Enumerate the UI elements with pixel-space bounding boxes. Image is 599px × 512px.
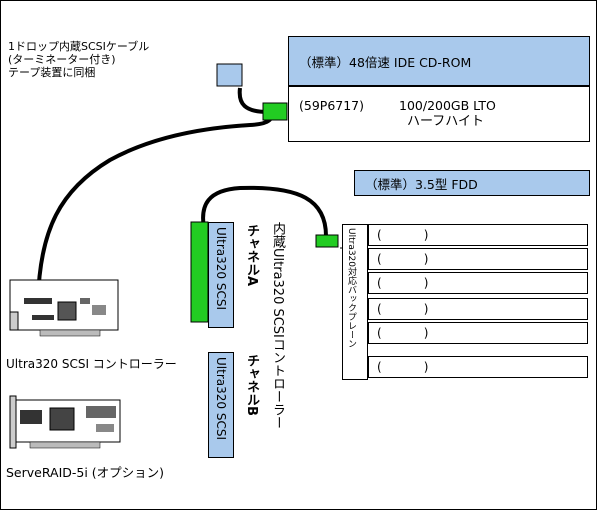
tape-drive-bay: (59P6717) 100/200GB LTO ハーフハイト [288, 86, 590, 142]
slot-close: ) [423, 360, 429, 374]
slot-open: ( [377, 276, 382, 290]
channel-a-connector: Ultra320 SCSI [208, 222, 234, 328]
raid-card-label: ServeRAID-5i (オプション) [6, 465, 165, 480]
backplane-slot-4: ( ) [368, 298, 588, 320]
channel-a-cable [201, 185, 328, 237]
slot-close: ) [423, 302, 429, 316]
tape-connector [262, 102, 288, 121]
cable-label-line1: 1ドロップ内蔵SCSIケーブル [8, 40, 150, 53]
slot-close: ) [423, 326, 429, 340]
backplane-slot-1: ( ) [368, 224, 588, 246]
backplane-label: Ultra320対応バックプレーン [346, 228, 356, 349]
channel-b-connector: Ultra320 SCSI [208, 352, 234, 458]
backplane-label-box [342, 224, 368, 380]
slot-open: ( [377, 302, 382, 316]
raid-card-graphic [9, 395, 121, 449]
channel-a-green-connector [190, 221, 209, 323]
slot-open: ( [377, 360, 382, 374]
controller-card-graphic [9, 279, 119, 337]
cable-label-line2: (ターミネーター付き) [8, 53, 116, 66]
cable-label-line3: テープ装置に同梱 [8, 66, 96, 79]
tape-model-line1: 100/200GB LTO [399, 98, 496, 113]
backplane-connector [315, 234, 339, 248]
scsi-cable-long [36, 110, 273, 301]
slot-close: ) [423, 276, 429, 290]
cable-label: 1ドロップ内蔵SCSIケーブル (ターミネーター付き) テープ装置に同梱 [8, 40, 149, 79]
cdrom-label: （標準）48倍速 IDE CD-ROM [299, 54, 472, 70]
channel-b-name: チャネルB [244, 354, 259, 416]
channel-b-connector-label: Ultra320 SCSI [214, 357, 228, 440]
backplane-slot-6: ( ) [368, 356, 588, 378]
fdd-label: （標準）3.5型 FDD [365, 176, 478, 192]
slot-close: ) [423, 252, 429, 266]
internal-controller-label: 内蔵Ultra320 SCSIコントローラー [270, 222, 285, 429]
channel-a-name: チャネルA [244, 224, 259, 287]
channel-a-connector-label: Ultra320 SCSI [214, 227, 228, 310]
backplane-slot-3: ( ) [368, 272, 588, 294]
fdd-bay: （標準）3.5型 FDD [354, 170, 590, 196]
terminator-box [216, 63, 243, 87]
backplane-slot-5: ( ) [368, 322, 588, 344]
slot-close: ) [423, 228, 429, 242]
slot-open: ( [377, 252, 382, 266]
backplane-slot-2: ( ) [368, 248, 588, 270]
slot-open: ( [377, 326, 382, 340]
tape-model-line2: ハーフハイト [407, 114, 484, 129]
cdrom-bay: （標準）48倍速 IDE CD-ROM [288, 36, 590, 86]
slot-open: ( [377, 228, 382, 242]
tape-part-number: (59P6717) [299, 98, 365, 113]
controller-card-label: Ultra320 SCSI コントローラー [6, 357, 177, 371]
